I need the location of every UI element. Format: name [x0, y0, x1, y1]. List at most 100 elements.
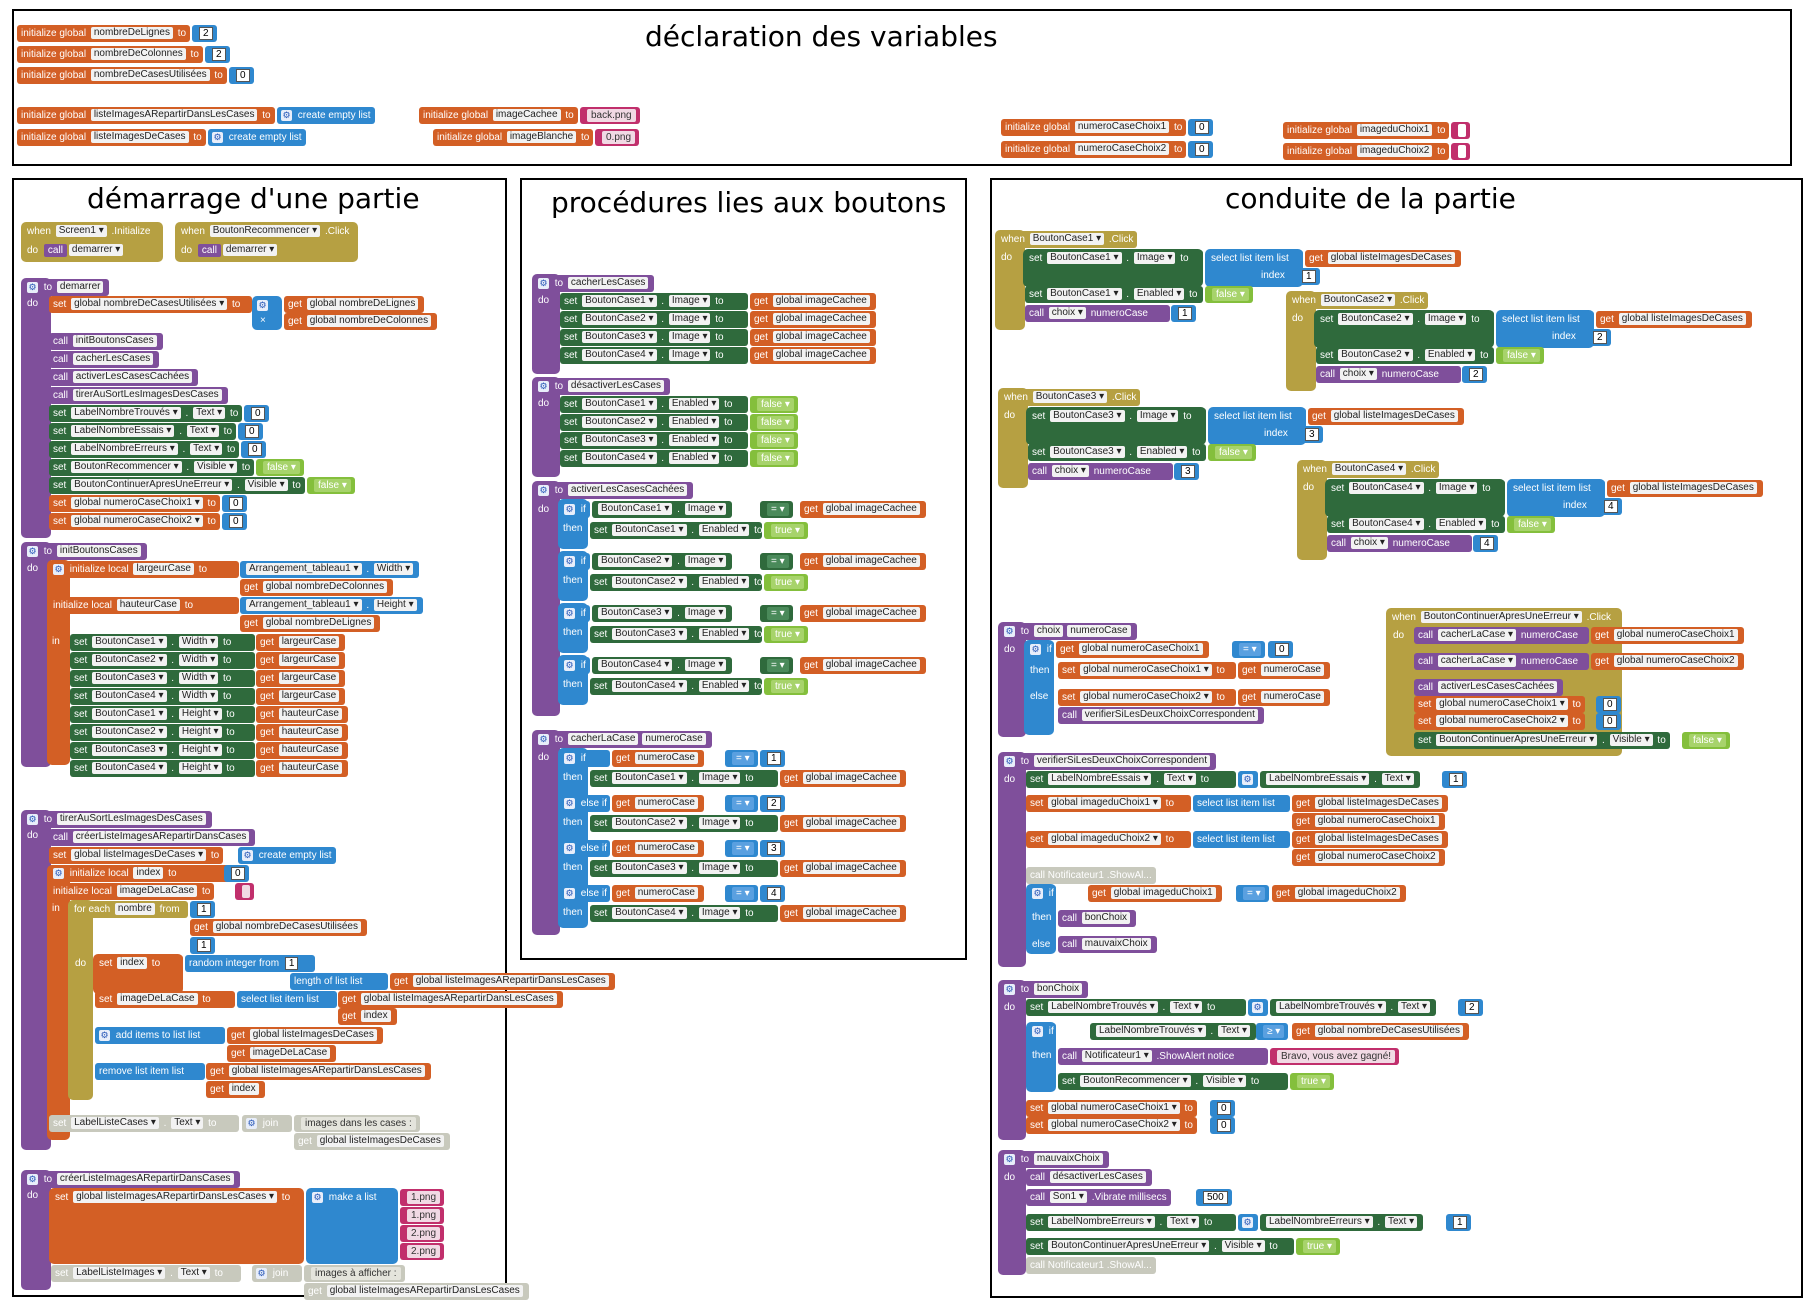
continuer-get2[interactable]: get global numeroCaseChoix2 — [1591, 653, 1744, 670]
if-2[interactable]: ⚙ if — [560, 605, 590, 622]
choix-cond-get[interactable]: get global numeroCaseChoix1 — [1056, 641, 1209, 658]
random-int[interactable]: random integer from 1 — [185, 955, 315, 972]
proc-desactiver-val-1[interactable]: false ▾ — [750, 414, 798, 431]
then-true-0[interactable]: true ▾ — [764, 522, 809, 539]
get-numero-1[interactable]: get numeroCase — [612, 795, 704, 812]
click-0-get-list[interactable]: get global listeImagesDeCases — [1305, 250, 1461, 267]
val-2[interactable]: 0 — [241, 441, 266, 458]
then-set-0[interactable]: set BoutonCase1 ▾ . Enabled ▾ to — [590, 522, 763, 539]
proc-demarrer-header[interactable]: ⚙ to demarrer — [23, 279, 110, 296]
continuer-false[interactable]: false ▾ — [1682, 732, 1730, 749]
continuer-call2[interactable]: call cacherLaCase ▾ numeroCase — [1414, 653, 1589, 670]
get-arr-3[interactable]: get global listeImagesARepartirDansLesCa… — [206, 1063, 431, 1080]
mauvais-notif[interactable]: call Notificateur1 .ShowAl... — [1026, 1257, 1156, 1274]
when-screen-initialize[interactable]: when Screen1 ▾ .Initialize — [23, 223, 155, 240]
click-0-set-enabled[interactable]: set BoutonCase1 ▾ . Enabled ▾ to — [1025, 286, 1203, 303]
verifier-set-lab[interactable]: set LabelNombreEssais ▾ . Text ▾ to — [1026, 771, 1236, 788]
set-label-images[interactable]: set LabelListeImages ▾ . Text ▾ to — [51, 1265, 241, 1282]
mult-gear[interactable]: ⚙ — [253, 297, 273, 314]
bon-inc[interactable]: 2 — [1458, 999, 1483, 1016]
proc-cacher-header[interactable]: ⚙ to cacherLesCases — [534, 275, 655, 292]
click-2-set-img[interactable]: set BoutonCase3 ▾ . Image ▾ to — [1028, 408, 1206, 425]
bon-set1[interactable]: set global numeroCaseChoix1 ▾ to — [1026, 1100, 1197, 1117]
proc-tirer-header[interactable]: ⚙ to tirerAuSortLesImagesDesCases — [23, 811, 212, 828]
continuer-v2[interactable]: 0 — [1596, 713, 1621, 730]
get-div-colonnes[interactable]: get global nombreDeColonnes — [240, 579, 394, 596]
click-2-index-num[interactable]: 3 — [1298, 426, 1323, 443]
zero-1[interactable]: 0 — [222, 513, 247, 530]
choix-if[interactable]: ⚙ if — [1026, 641, 1054, 658]
bon-set2[interactable]: set global numeroCaseChoix2 ▾ to — [1026, 1117, 1197, 1134]
verifier-l1[interactable]: get global listeImagesDeCases — [1292, 795, 1448, 812]
join-a-1[interactable]: images dans les cases : — [294, 1115, 420, 1132]
choix-call-verifier[interactable]: call verifierSiLesDeuxChoixCorrespondent — [1058, 707, 1264, 724]
proc-cacher-set-3[interactable]: set BoutonCase4 ▾ . Image ▾ to — [560, 347, 748, 364]
length-list[interactable]: length of list list — [290, 973, 388, 990]
proc-desactiver-set-1[interactable]: set BoutonCase2 ▾ . Enabled ▾ to — [560, 414, 748, 431]
verifier-set2[interactable]: set global imageduChoix2 ▾ to — [1026, 831, 1191, 848]
get-arr-height[interactable]: Arrangement_tableau1 ▾ . Height ▾ — [240, 597, 423, 614]
init-local-spine[interactable] — [47, 560, 70, 765]
proc-activer-header[interactable]: ⚙ to activerLesCasesCachées — [534, 482, 694, 499]
set-prop-3[interactable]: set BoutonRecommencer ▾ . Visible ▾ to — [49, 459, 255, 476]
click-3-index-num[interactable]: 4 — [1597, 498, 1622, 515]
get-nblignes[interactable]: get global nombreDeLignes — [284, 296, 425, 313]
when-recommencer-click[interactable]: when BoutonRecommencer ▾ .Click — [177, 223, 354, 240]
bon-set-lab[interactable]: set LabelNombreTrouvés ▾ . Text ▾ to — [1026, 999, 1246, 1016]
text-string-block[interactable]: back.png — [580, 107, 640, 124]
verifier-i1[interactable]: get global numeroCaseChoix1 — [1292, 813, 1445, 830]
click-2-call-choix[interactable]: call choix ▾ numeroCase — [1028, 463, 1173, 480]
click-0-set-img[interactable]: set BoutonCase1 ▾ . Image ▾ to — [1025, 250, 1203, 267]
proc-desactiver-set-3[interactable]: set BoutonCase4 ▾ . Enabled ▾ to — [560, 450, 748, 467]
mauvais-set-cont[interactable]: set BoutonContinuerApresUneErreur ▾ . Vi… — [1026, 1238, 1294, 1255]
click-0-false[interactable]: false ▾ — [1205, 286, 1253, 303]
proc-cacher-set-0[interactable]: set BoutonCase1 ▾ . Image ▾ to — [560, 293, 748, 310]
number-block[interactable]: 0 — [1188, 141, 1213, 158]
bon-cmp[interactable]: ≥ ▾ — [1256, 1023, 1289, 1040]
text-empty-block[interactable] — [1451, 122, 1470, 139]
choix-zero[interactable]: 0 — [1268, 641, 1293, 658]
init-index[interactable]: ⚙ initialize local index to — [49, 865, 239, 882]
click-3-false[interactable]: false ▾ — [1507, 516, 1555, 533]
then-true-3[interactable]: true ▾ — [764, 678, 809, 695]
get-size-1[interactable]: get largeurCase — [256, 652, 346, 669]
get-size-7[interactable]: get hauteurCase — [256, 760, 348, 777]
click-2-arg[interactable]: 3 — [1174, 463, 1199, 480]
for-each-spine[interactable] — [68, 900, 93, 1100]
click-2-get-list[interactable]: get global listeImagesDeCases — [1308, 408, 1464, 425]
declaration-block[interactable]: initialize global nombreDeColonnes to — [17, 46, 203, 63]
num-1[interactable]: 2 — [760, 795, 785, 812]
create-empty-list-block[interactable]: ⚙ create empty list — [277, 107, 375, 124]
png-item-2[interactable]: 2.png — [400, 1225, 445, 1242]
click-1-call-choix[interactable]: call choix ▾ numeroCase — [1316, 366, 1461, 383]
set-global-1[interactable]: set global numeroCaseChoix2 ▾ to — [49, 513, 220, 530]
then-c-val-1[interactable]: get global imageCachee — [780, 815, 906, 832]
proc-init-header[interactable]: ⚙ to initBoutonsCases — [23, 543, 147, 560]
declaration-block[interactable]: initialize global listeImagesDeCases to — [17, 129, 206, 146]
click-2-set-enabled[interactable]: set BoutonCase3 ▾ . Enabled ▾ to — [1028, 444, 1206, 461]
set-size-7[interactable]: set BoutonCase4 ▾ . Height ▾ to — [70, 760, 255, 777]
then-set-3[interactable]: set BoutonCase4 ▾ . Enabled ▾ to — [590, 678, 763, 695]
text-empty-block[interactable] — [1451, 143, 1470, 160]
declaration-block[interactable]: initialize global imageCachee to — [419, 107, 578, 124]
join-1[interactable]: ⚙ join — [242, 1115, 292, 1132]
init-local-largeur[interactable]: ⚙ initialize local largeurCase to — [49, 561, 239, 578]
then-c-set-3[interactable]: set BoutonCase4 ▾ . Image ▾ to — [590, 905, 778, 922]
proc-bon-header[interactable]: ⚙ to bonChoix — [1000, 981, 1089, 998]
if-get-2[interactable]: get global imageCachee — [800, 605, 926, 622]
then-c-set-2[interactable]: set BoutonCase3 ▾ . Image ▾ to — [590, 860, 778, 877]
set-size-2[interactable]: set BoutonCase3 ▾ . Width ▾ to — [70, 670, 255, 687]
cond-1[interactable]: ⚙ else if — [560, 795, 610, 812]
click-3-set-img[interactable]: set BoutonCase4 ▾ . Image ▾ to — [1327, 480, 1505, 497]
set-size-4[interactable]: set BoutonCase1 ▾ . Height ▾ to — [70, 706, 255, 723]
choix-then-set[interactable]: set global numeroCaseChoix1 ▾ to — [1058, 662, 1236, 679]
click-3-call-choix[interactable]: call choix ▾ numeroCase — [1327, 535, 1472, 552]
continuer-call1[interactable]: call cacherLaCase ▾ numeroCase — [1414, 627, 1589, 644]
click-2-false[interactable]: false ▾ — [1208, 444, 1256, 461]
proc-verifier-header[interactable]: ⚙ to verifierSiLesDeuxChoixCorrespondent — [1000, 753, 1216, 770]
verifier-inc[interactable]: 1 — [1442, 771, 1467, 788]
mauvais-call-desactiver[interactable]: call désactiverLesCases — [1026, 1169, 1152, 1186]
eq-2[interactable]: = ▾ — [760, 605, 793, 622]
